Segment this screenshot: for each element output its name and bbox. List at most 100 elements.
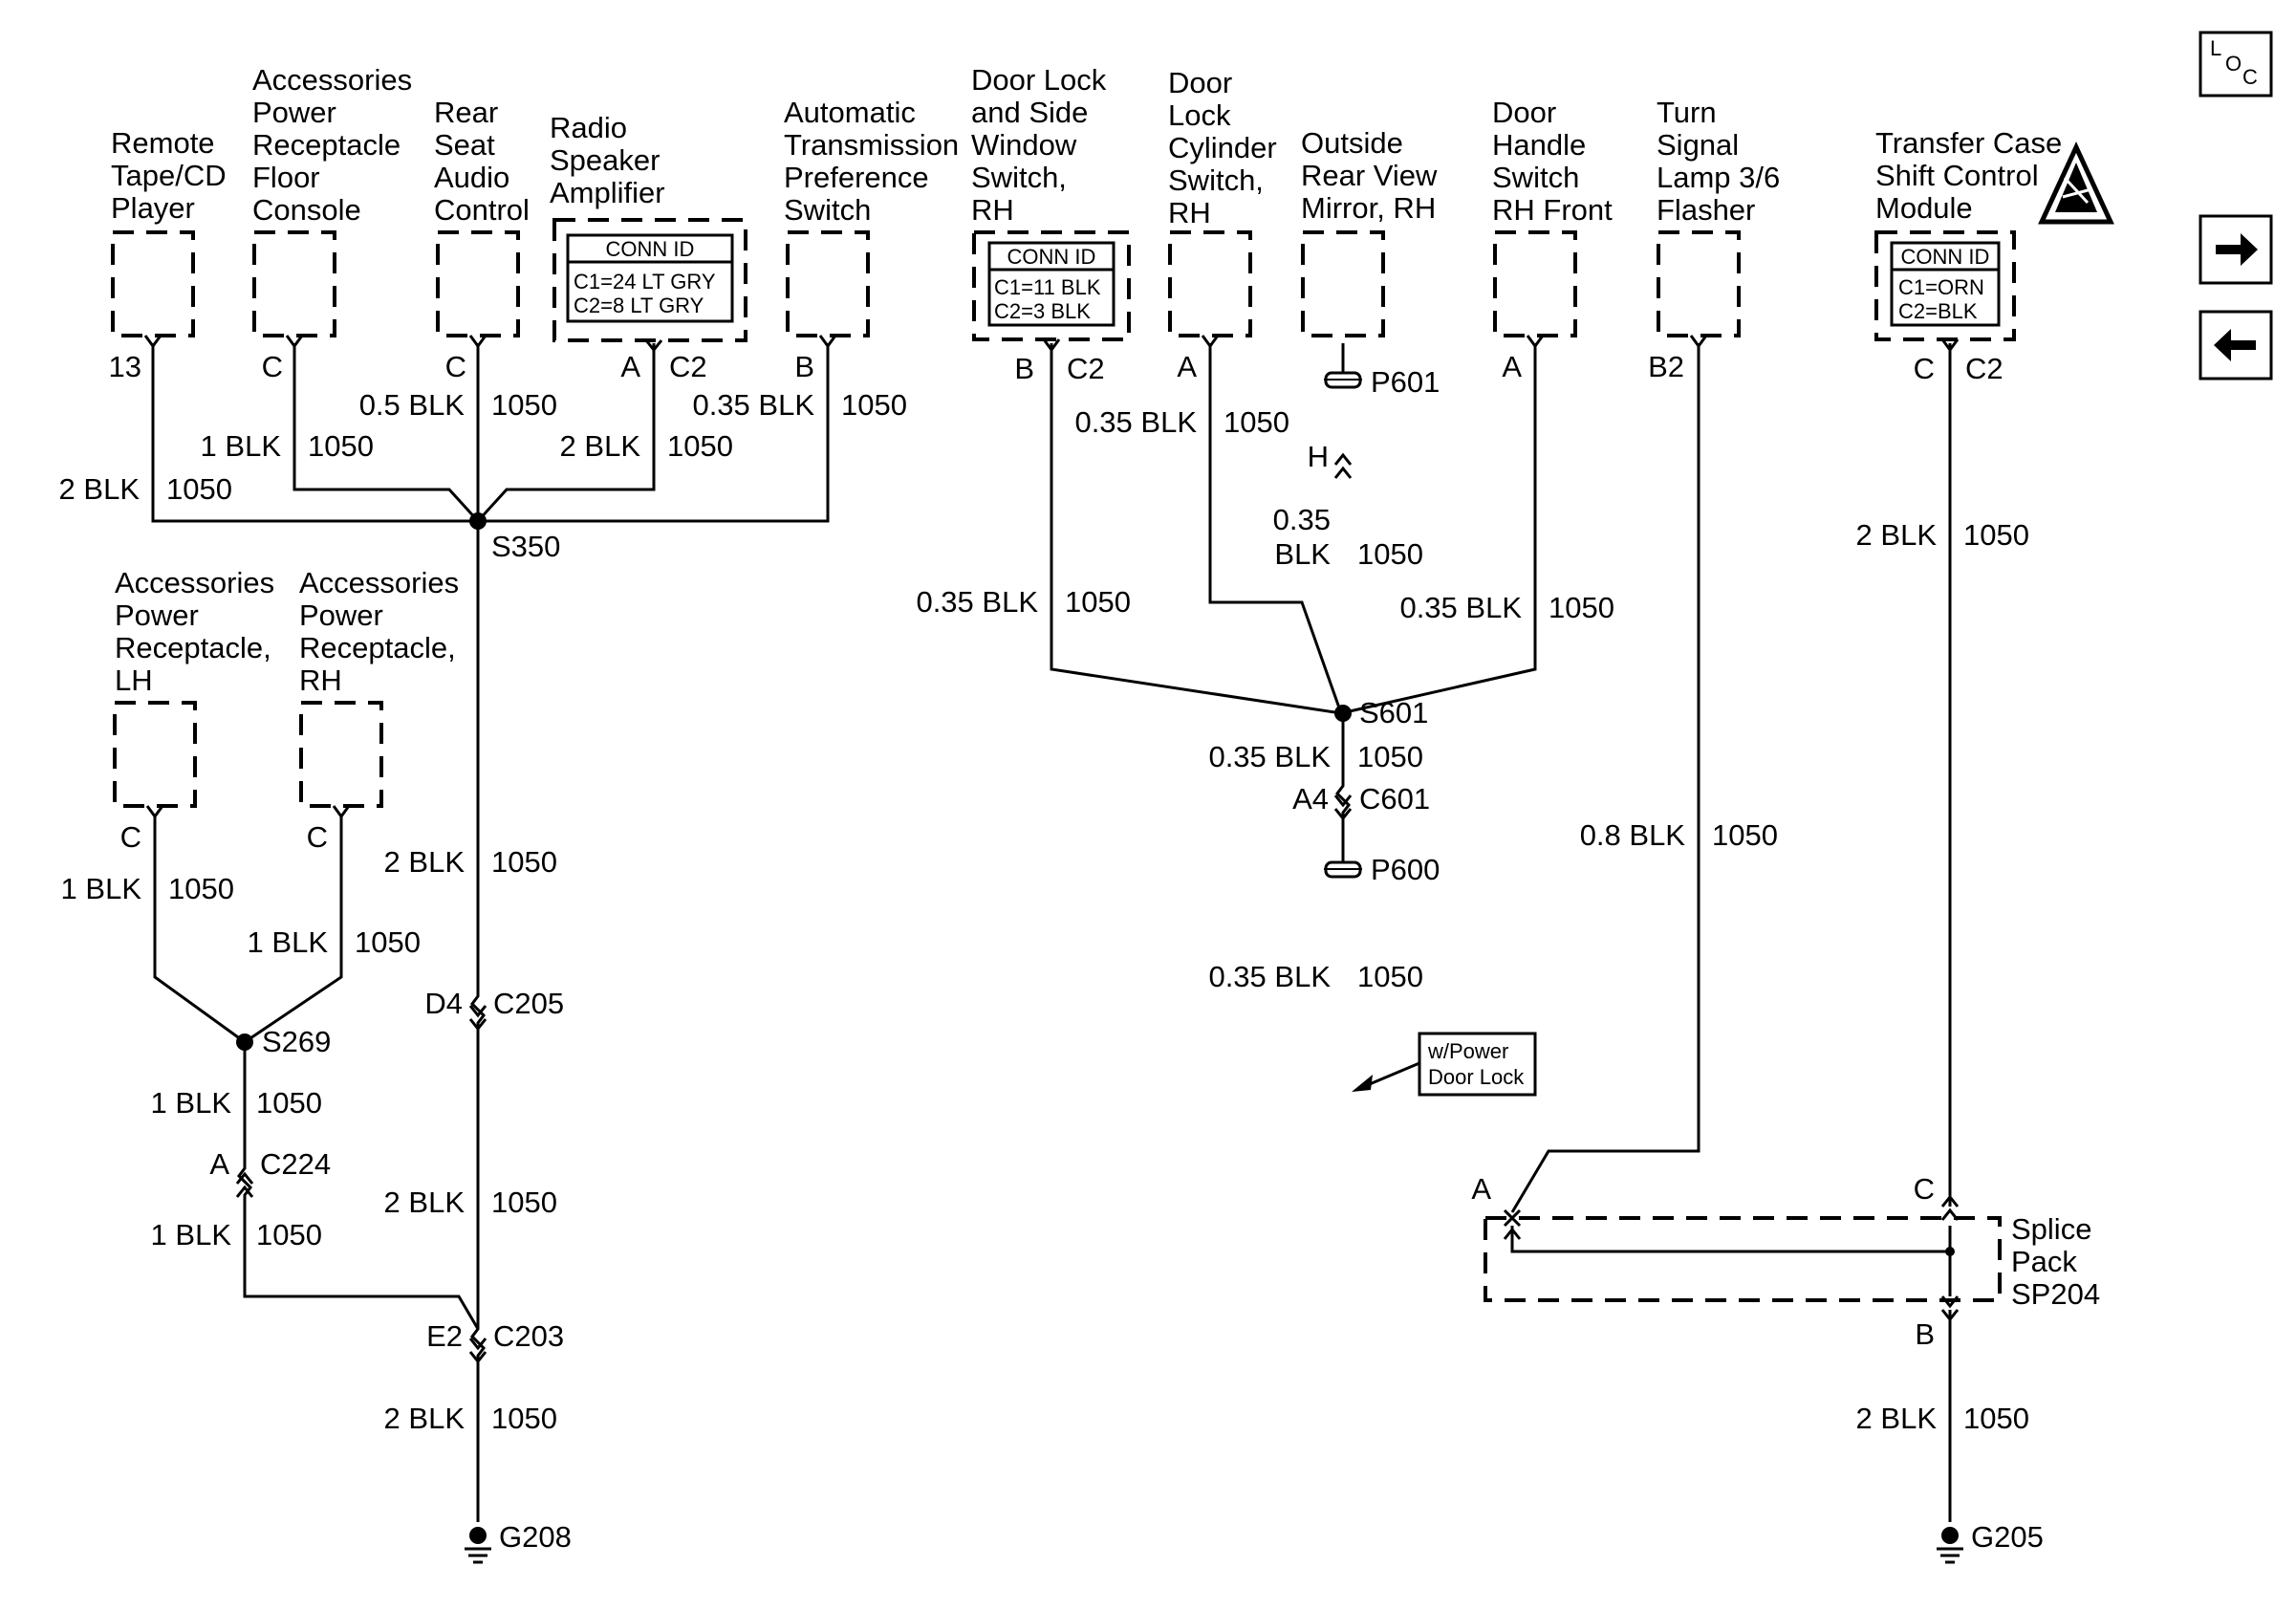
pin-rear-seat-audio: C [445, 350, 466, 383]
wire-mirror-size: 0.35 [1273, 503, 1331, 536]
wire-door-handle-size: 0.35 BLK [1399, 591, 1522, 624]
outside-mirror-box [1301, 230, 1385, 337]
conn-id-header: CONN ID [1007, 245, 1096, 269]
conn-id-boxes: CONN ID C1=24 LT GRY C2=8 LT GRY CONN ID… [566, 233, 2001, 327]
turn-signal-box [1657, 230, 1741, 337]
wire-p600-size: 0.35 BLK [1208, 960, 1331, 993]
atps-box [786, 230, 870, 337]
acc-lh-box [113, 701, 197, 808]
wire-rear-seat-audio-size: 0.5 BLK [359, 388, 466, 422]
c601-pin-label: A4 [1292, 782, 1329, 816]
p601-passthrough [1324, 371, 1362, 389]
pin-transfer-case: C [1914, 352, 1935, 385]
p601-label: P601 [1371, 365, 1440, 399]
wire-door-handle-circuit: 1050 [1549, 591, 1614, 624]
door-lock-window-box [972, 230, 1131, 341]
splice-pack-internal-a [1510, 1226, 1950, 1253]
wire-acc-rh-size: 1 BLK [248, 925, 329, 959]
rear-seat-audio-box [436, 230, 520, 337]
ground-g205-label: G205 [1971, 1520, 2044, 1554]
door-lock-cyl-box [1168, 230, 1252, 337]
wire-door-lock-cyl-size: 0.35 BLK [1074, 405, 1197, 439]
pin-door-lock-cyl: A [1177, 350, 1197, 383]
c601-label: C601 [1359, 782, 1430, 816]
pin-atps: B [794, 350, 814, 383]
wire-door-lock-cyl [1208, 343, 1343, 714]
wire-acc-floor-size: 1 BLK [201, 429, 282, 463]
conn-radio-amp: C2 [669, 350, 707, 383]
wire-acc-floor-circuit: 1050 [308, 429, 374, 463]
wire-s601-size: 0.35 BLK [1208, 740, 1331, 773]
wire-remote-tape-circuit: 1050 [166, 472, 232, 506]
wire-transfer-case-circuit: 1050 [1963, 518, 2029, 552]
pin-remote-tape: 13 [109, 350, 141, 383]
wire-labels: 2 BLK 1050 1 BLK 1050 0.5 BLK 1050 2 BLK… [59, 388, 2029, 1435]
transfer-case-box [1874, 230, 2016, 341]
conn-id-header: CONN ID [1901, 245, 1990, 269]
wire-turn-signal-size: 0.8 BLK [1580, 818, 1686, 852]
radio-amp-conn-id: CONN ID C1=24 LT GRY C2=8 LT GRY [566, 233, 734, 323]
pin-splice-a: A [1471, 1172, 1491, 1206]
wire-c224-size: 1 BLK [151, 1218, 232, 1251]
conn-id-c2: C2=8 LT GRY [574, 294, 704, 317]
wire-g205-size: 2 BLK [1856, 1402, 1938, 1435]
grounds: G208 G205 [465, 1520, 2044, 1564]
wire-s350-to-g208 [470, 521, 486, 1522]
component-boxes [111, 218, 2016, 1302]
transfer-case-conn-id: CONN ID C1=ORN C2=BLK [1890, 241, 2001, 327]
conn-id-c2: C2=3 BLK [994, 299, 1091, 323]
c203-label: C203 [493, 1319, 564, 1353]
wire-mirror-color: BLK [1274, 537, 1331, 571]
pin-terminals [143, 335, 1960, 819]
remote-tape-box [111, 230, 195, 337]
conn-id-c1: C1=24 LT GRY [574, 270, 716, 294]
ground-g205-icon [1937, 1527, 1963, 1564]
wire-door-lock-cyl-circuit: 1050 [1224, 405, 1289, 439]
pin-door-lock-window: B [1014, 352, 1034, 385]
wire-remote-tape [151, 343, 478, 523]
wire-s269-circuit: 1050 [256, 1086, 322, 1120]
wire-c203-size: 2 BLK [384, 1402, 466, 1435]
wire-s601-circuit: 1050 [1357, 740, 1423, 773]
conn-id-c1: C1=11 BLK [994, 275, 1101, 299]
acc-floor-box [252, 230, 336, 337]
wire-radio-amp-circuit: 1050 [667, 429, 733, 463]
loc-button[interactable]: L O C [2199, 31, 2273, 98]
wire-transfer-case-size: 2 BLK [1856, 518, 1938, 552]
door-handle-box [1493, 230, 1577, 337]
arrow-left-icon[interactable] [2199, 310, 2273, 381]
splice-s269-label: S269 [262, 1025, 331, 1058]
inline-connector-carets [235, 452, 1960, 1364]
wire-s269-size: 1 BLK [151, 1086, 232, 1120]
wire-door-lock-window-circuit: 1050 [1065, 585, 1131, 619]
splice-s601-label: S601 [1359, 696, 1428, 729]
pin-labels: 13 C C A C2 B B C2 A A B2 C C2 C C A C B [109, 350, 2004, 1351]
wire-s350-size: 2 BLK [384, 845, 466, 879]
wire-acc-lh-size: 1 BLK [61, 872, 142, 905]
conn-id-c2: C2=BLK [1898, 299, 1978, 323]
conn-id-header: CONN ID [606, 237, 695, 261]
wire-remote-tape-size: 2 BLK [59, 472, 141, 506]
wire-atps-circuit: 1050 [841, 388, 907, 422]
splice-s350-dot [469, 512, 487, 530]
wire-atps [478, 343, 830, 523]
conn-door-lock-window: C2 [1067, 352, 1105, 385]
pin-acc-lh: C [120, 820, 141, 854]
ground-g208-label: G208 [499, 1520, 572, 1554]
wire-g205-circuit: 1050 [1963, 1402, 2029, 1435]
door-lock-window-conn-id: CONN ID C1=11 BLK C2=3 BLK [987, 241, 1116, 327]
arrow-right-icon[interactable] [2199, 214, 2273, 285]
loc-letter-l: L [2210, 36, 2221, 60]
